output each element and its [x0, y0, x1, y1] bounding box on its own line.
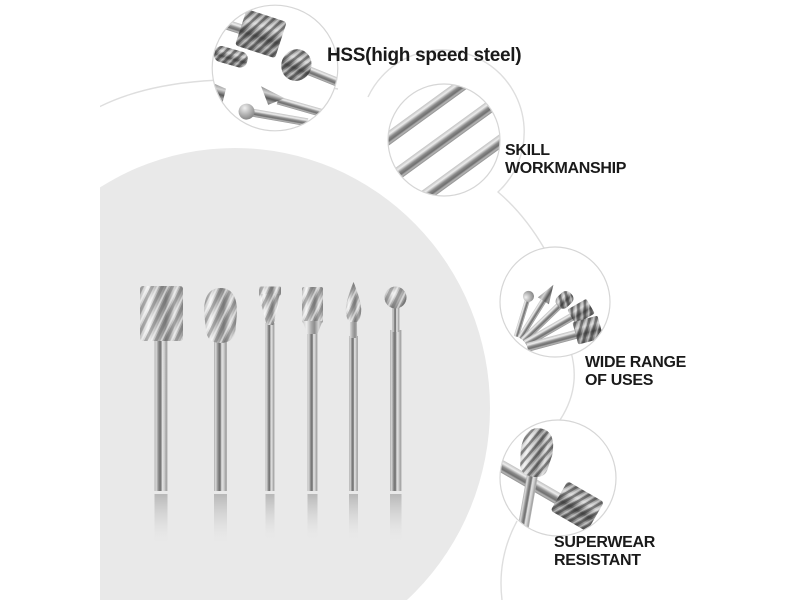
swoosh-line-2: [367, 49, 545, 249]
crossed-burr-bits-photo: [500, 428, 603, 536]
main-bit-inverted-cone-burr: [259, 286, 281, 542]
photo-area: HSS(high speed steel) SKILL WORKMANSHIP …: [100, 0, 700, 600]
assorted-burr-bits-photo: [212, 9, 338, 127]
callout-circle-superwear: [499, 419, 617, 537]
main-bit-small-cylinder-burr: [302, 287, 323, 542]
main-bit-oval-burr: [204, 288, 237, 546]
swoosh-line-4: [500, 520, 518, 600]
main-bit-cylinder-burr: [140, 286, 183, 546]
swoosh-line-3: [559, 351, 575, 421]
product-graphic: [100, 4, 617, 600]
callout-label-skill: SKILL WORKMANSHIP: [505, 142, 627, 177]
main-bit-pointed-cone-burr: [345, 282, 362, 542]
fanned-burr-bits-photo: [513, 284, 604, 352]
polished-shank-rods-photo: [388, 84, 500, 196]
callout-label-superwear: SUPERWEAR RESISTANT: [554, 534, 656, 569]
callout-circle-wide: [499, 246, 611, 358]
callout-circle-hss: [211, 4, 339, 132]
callout-circle-skill: [387, 83, 501, 197]
callout-label-hss: HSS(high speed steel): [327, 45, 522, 66]
callout-label-wide: WIDE RANGE OF USES: [585, 354, 687, 389]
main-bit-ball-burr: [384, 286, 407, 544]
